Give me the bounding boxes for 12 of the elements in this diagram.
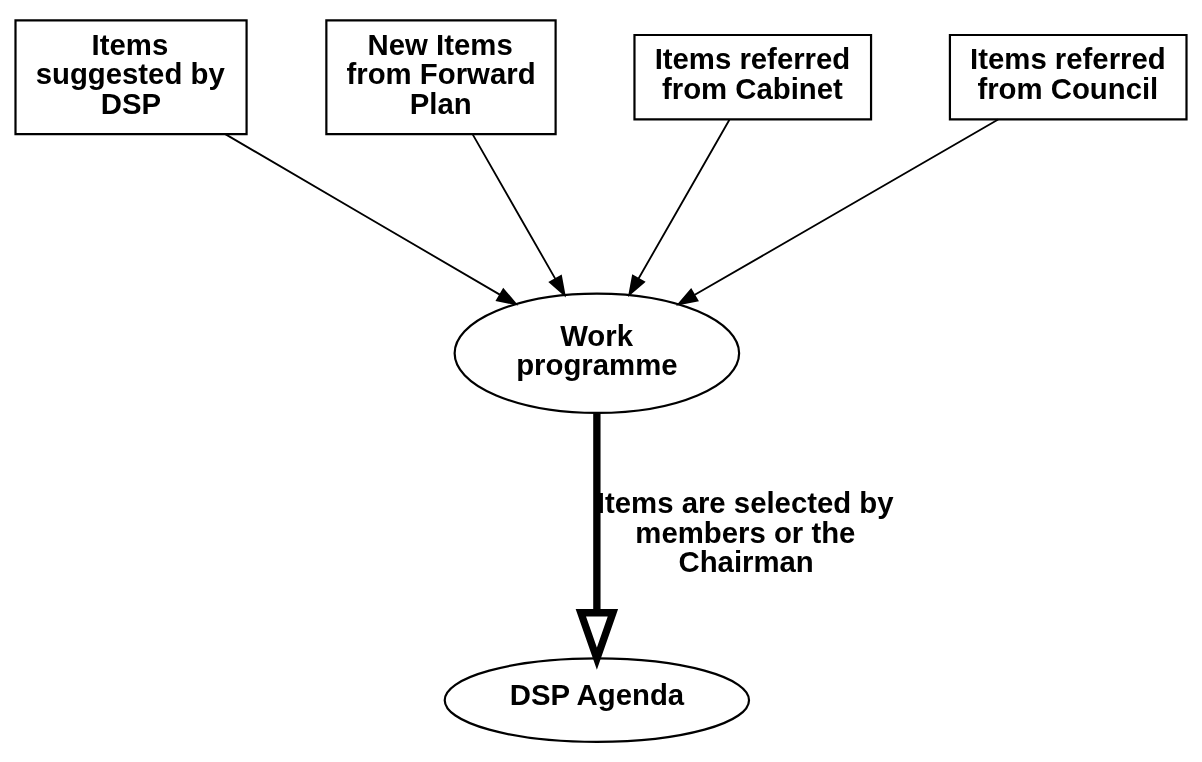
node-box: Items referred from Council (948, 33, 1188, 121)
arrow (224, 133, 519, 306)
node-box: Items suggested by DSP (14, 19, 248, 136)
node-box: New Items from Forward Plan (325, 19, 557, 136)
node-ellipse: Work programme (453, 292, 741, 415)
arrow (471, 133, 566, 298)
edge-label: Items are selected by members or the Chairman (596, 486, 894, 579)
node-ellipse: DSP Agenda (443, 657, 751, 743)
node-box: Items referred from Cabinet (633, 33, 873, 121)
arrow (627, 118, 731, 298)
arrow (676, 118, 1000, 306)
arrow (575, 413, 619, 670)
